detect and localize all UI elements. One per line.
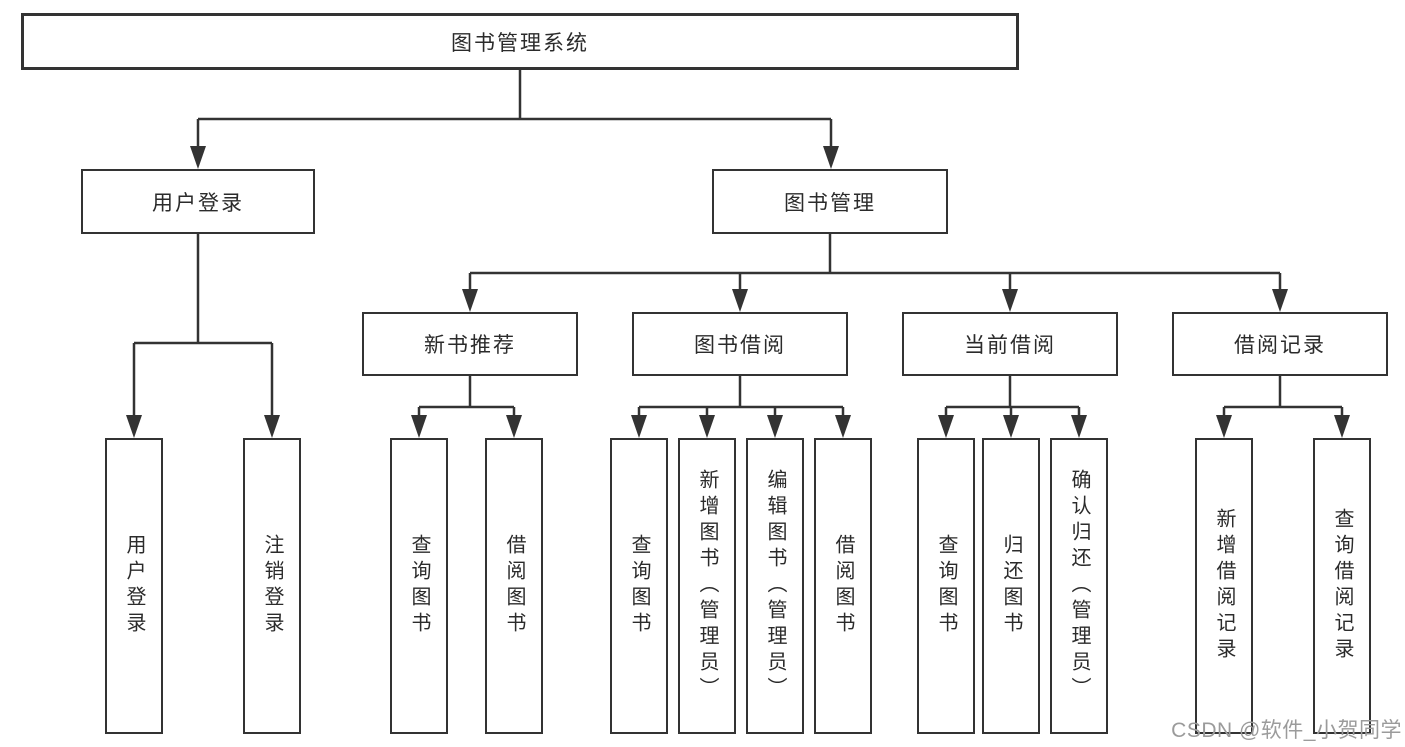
- leaf-user-login: 用户登录: [105, 438, 163, 734]
- node-label: 编辑图书（管理员）: [764, 469, 786, 703]
- node-label: 查询图书: [408, 534, 430, 638]
- leaf-query-books-recommend: 查询图书: [390, 438, 448, 734]
- leaf-add-books-admin: 新增图书（管理员）: [678, 438, 736, 734]
- node-label: 图书管理: [784, 191, 876, 215]
- node-label: 归还图书: [1000, 534, 1022, 638]
- node-label: 查询图书: [935, 534, 957, 638]
- leaf-edit-books-admin: 编辑图书（管理员）: [746, 438, 804, 734]
- node-label: 确认归还（管理员）: [1068, 469, 1090, 703]
- node-book-management-branch: 图书管理: [712, 169, 948, 234]
- leaf-return-books: 归还图书: [982, 438, 1040, 734]
- node-borrowing-records: 借阅记录: [1172, 312, 1388, 376]
- leaf-query-books-current: 查询图书: [917, 438, 975, 734]
- node-label: 注销登录: [261, 534, 283, 638]
- watermark: CSDN @软件_小贺同学: [1171, 719, 1402, 742]
- node-label: 图书借阅: [694, 334, 786, 357]
- node-label: 查询借阅记录: [1331, 508, 1353, 664]
- node-label: 新书推荐: [424, 334, 516, 357]
- node-label: 新增图书（管理员）: [696, 469, 718, 703]
- leaf-borrow-books-borrowing: 借阅图书: [814, 438, 872, 734]
- leaf-add-borrow-record: 新增借阅记录: [1195, 438, 1253, 734]
- node-label: 用户登录: [152, 191, 244, 215]
- leaf-query-books-borrowing: 查询图书: [610, 438, 668, 734]
- node-label: 当前借阅: [964, 334, 1056, 357]
- leaf-logout: 注销登录: [243, 438, 301, 734]
- node-book-management-system: 图书管理系统: [21, 13, 1019, 70]
- node-label: 用户登录: [123, 534, 145, 638]
- node-user-login-branch: 用户登录: [81, 169, 315, 234]
- leaf-borrow-books-recommend: 借阅图书: [485, 438, 543, 734]
- node-label: 图书管理系统: [451, 31, 589, 55]
- node-label: 新增借阅记录: [1213, 508, 1235, 664]
- node-label: 借阅记录: [1234, 334, 1326, 357]
- leaf-query-borrow-record: 查询借阅记录: [1313, 438, 1371, 734]
- node-label: 借阅图书: [503, 534, 525, 638]
- node-new-book-recommendation: 新书推荐: [362, 312, 578, 376]
- node-label: 查询图书: [628, 534, 650, 638]
- node-label: 借阅图书: [832, 534, 854, 638]
- node-current-borrowing: 当前借阅: [902, 312, 1118, 376]
- leaf-confirm-return-admin: 确认归还（管理员）: [1050, 438, 1108, 734]
- node-book-borrowing: 图书借阅: [632, 312, 848, 376]
